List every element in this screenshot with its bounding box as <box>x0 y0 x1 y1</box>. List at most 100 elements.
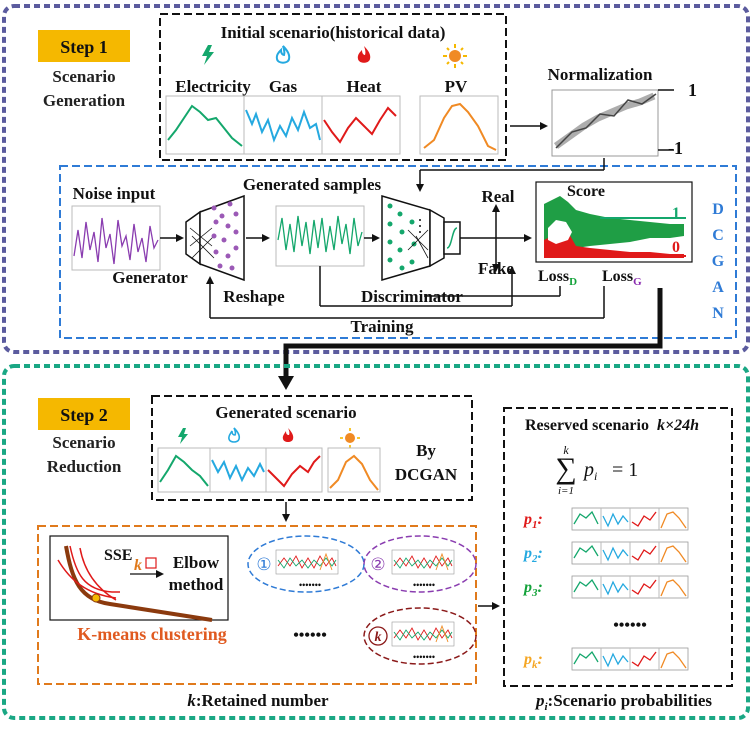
p3-p: p <box>522 579 532 596</box>
elbow-arrow-head <box>156 570 164 578</box>
clusters-ellipsis: •••••• <box>293 627 327 644</box>
p3-label: p3: <box>522 579 543 599</box>
generated-gas-thumb <box>209 447 267 493</box>
loss-g-text: Loss <box>602 268 633 285</box>
reserved-scenario-box <box>503 407 733 687</box>
dcgan-label: DCGAN <box>395 465 458 484</box>
reserved-title-text: Reserved scenario <box>525 417 649 434</box>
score-one-label: 1 <box>672 205 680 222</box>
step1-to-step2-head <box>278 376 294 390</box>
generated-to-kmeans-head <box>282 514 290 522</box>
electricity-thumbnail <box>165 95 245 155</box>
elbow-k-label: k <box>134 557 142 574</box>
fake-label: Fake <box>478 259 514 278</box>
cluster-2-dots: ••••••• <box>413 580 435 590</box>
dcgan-letter-d: D <box>712 201 724 218</box>
loss-d-subscript: D <box>569 276 577 288</box>
p1-label: p1: <box>522 511 543 531</box>
step1-title-line1: Scenario <box>52 67 115 86</box>
normalization-title: Normalization <box>548 65 653 84</box>
generated-samples-label: Generated samples <box>243 175 382 194</box>
step1-badge <box>38 30 130 62</box>
kmeans-box <box>37 525 477 685</box>
heat-label: Heat <box>347 77 382 96</box>
cluster-k <box>363 607 477 665</box>
prob-text: :Scenario probabilities <box>548 691 713 710</box>
step2-title-line1: Scenario <box>52 433 115 452</box>
generator-network <box>185 194 245 282</box>
sum-rhs: = 1 <box>612 459 638 481</box>
noise-input-label: Noise input <box>73 184 156 203</box>
sum-lower: i=1 <box>558 485 574 497</box>
step1-badge-label: Step 1 <box>60 37 108 57</box>
pk-colon: : <box>538 651 543 668</box>
discriminator-up-head <box>508 266 516 274</box>
generated-electricity-thumb <box>157 447 211 493</box>
dcgan-box <box>59 165 737 339</box>
heat-flame-icon <box>357 46 371 63</box>
samples-to-disc-head <box>372 234 380 242</box>
reserved-title: Reserved scenario k×24h <box>525 417 699 434</box>
generated-scenario-title: Generated scenario <box>215 403 356 422</box>
p3-colon: : <box>538 579 543 596</box>
reserved-size: k×24h <box>657 417 699 434</box>
lightning-icon <box>202 45 214 65</box>
elbow-line2: method <box>169 575 224 594</box>
dcgan-letter-a: A <box>712 279 724 296</box>
sun-icon-step2 <box>340 428 360 448</box>
cluster-1-dots: ••••••• <box>299 580 321 590</box>
loss-d-text: Loss <box>538 268 569 285</box>
sum-term-p: p <box>582 459 594 481</box>
disc-to-score-head <box>524 234 532 242</box>
elbow-curves <box>57 545 213 622</box>
p2-colon: : <box>538 545 543 562</box>
retained-text: :Retained number <box>196 691 329 710</box>
discriminator-network <box>381 195 461 281</box>
p1-colon: : <box>538 511 543 528</box>
pk-scenario-strip <box>571 647 689 671</box>
p3-scenario-strip <box>571 575 689 599</box>
lightning-icon-step2 <box>178 428 188 444</box>
dcgan-letter-c: C <box>712 227 724 244</box>
sun-icon <box>443 44 467 68</box>
noise-to-generator-head <box>176 234 184 242</box>
initial-scenario-box <box>159 13 507 161</box>
heat-flame-icon-step2 <box>282 428 294 442</box>
arrow-head-normalization <box>540 122 548 130</box>
retained-caption: k:Retained number <box>187 691 329 710</box>
p2-sub: 2 <box>531 553 538 565</box>
sum-term-sub: i <box>594 469 597 483</box>
probabilities-caption: pi:Scenario probabilities <box>534 691 712 713</box>
fake-arrow-head <box>492 264 500 272</box>
gas-label: Gas <box>269 77 298 96</box>
p1-sub: 1 <box>532 519 538 531</box>
cluster-2-number: ② <box>370 555 385 574</box>
pk-label: pk: <box>522 651 543 671</box>
electricity-label: Electricity <box>175 77 251 96</box>
normalization-tick-top: 1 <box>688 80 697 100</box>
p2-p: p <box>522 545 532 562</box>
step2-title-line2: Reduction <box>47 457 122 476</box>
dcgan-letter-n: N <box>712 305 724 322</box>
initial-scenario-title: Initial scenario(historical data) <box>221 23 446 42</box>
loss-g-label: LossG <box>602 268 642 288</box>
reserved-ellipsis: •••••• <box>613 617 647 634</box>
gas-flame-icon-step2 <box>228 427 241 443</box>
sum-upper: k <box>563 443 569 457</box>
loss-g-subscript: G <box>633 276 642 288</box>
generated-heat-thumb <box>265 447 323 493</box>
pv-thumbnail <box>419 95 499 155</box>
generated-pv-thumb <box>327 447 381 493</box>
normalization-tick-bottom: -1 <box>668 138 683 158</box>
score-chart <box>535 181 693 263</box>
step2-badge-label: Step 2 <box>60 405 108 425</box>
prob-sub: i <box>544 701 548 713</box>
p1-p: p <box>522 511 532 528</box>
prob-p: p <box>534 691 545 710</box>
kmeans-title: K-means clustering <box>77 624 226 644</box>
checkbox-icon <box>145 557 157 569</box>
generated-scenario-box <box>151 395 473 501</box>
gas-flame-icon <box>275 45 291 64</box>
